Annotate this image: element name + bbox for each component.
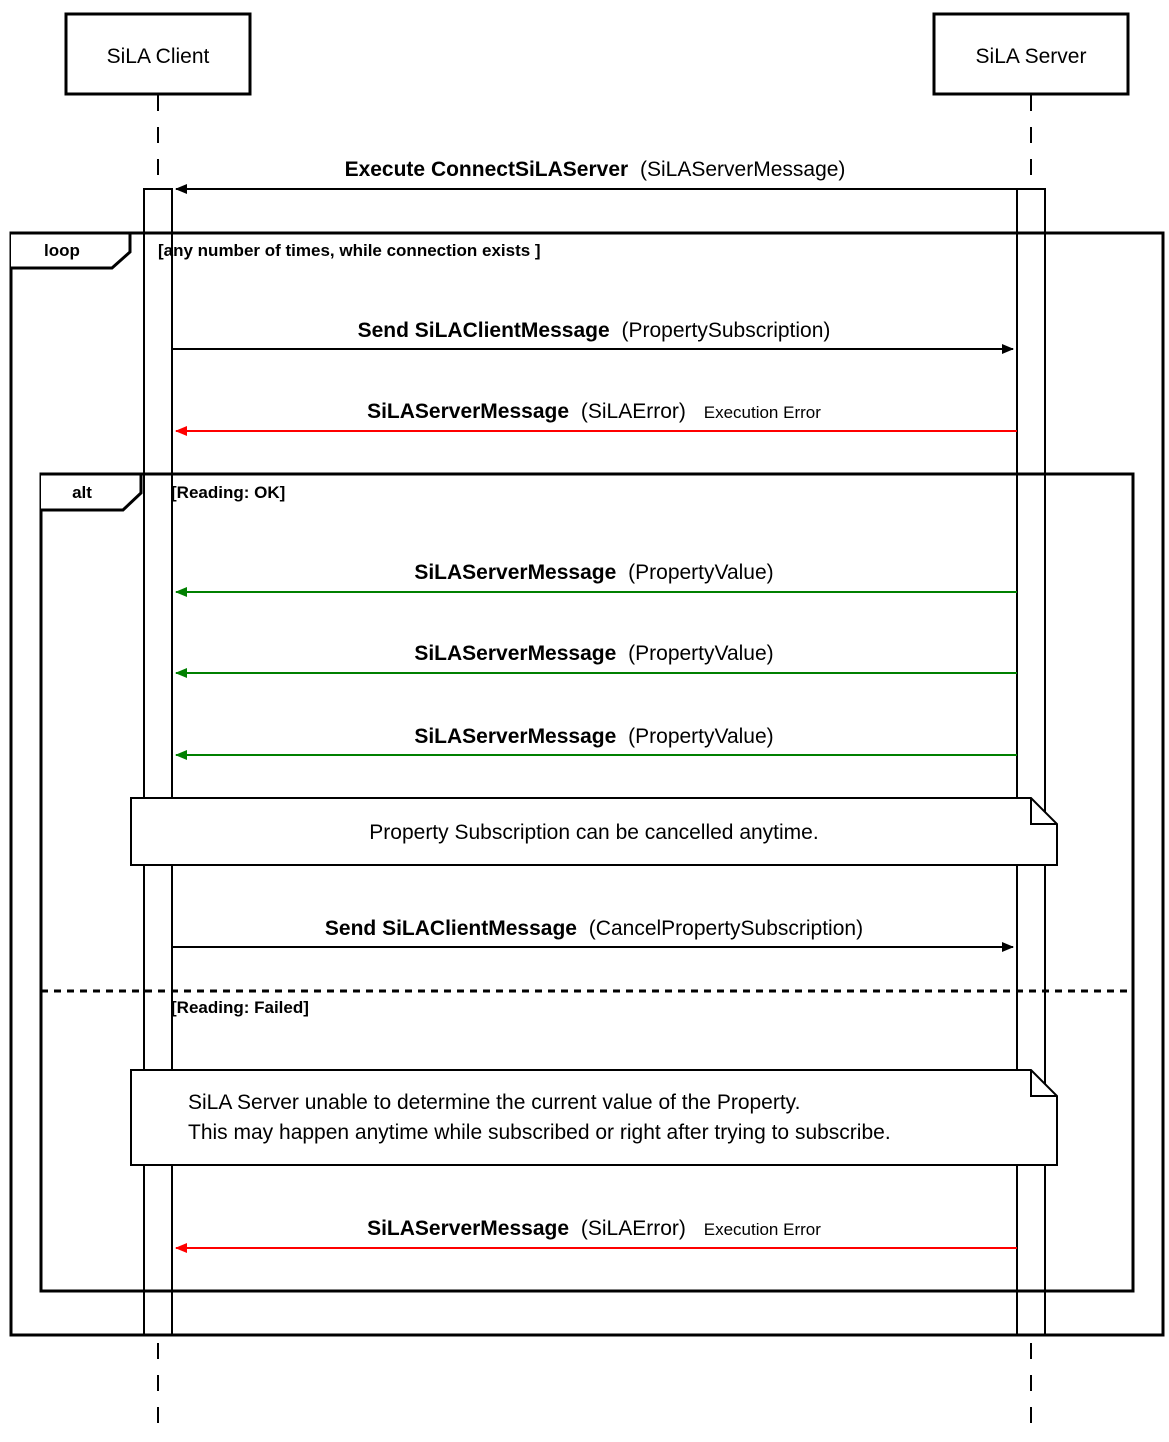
message-error-2-normal: (SiLAError): [581, 1217, 686, 1240]
note-failed: SiLA Server unable to determine the curr…: [130, 1069, 1058, 1166]
message-error-1-bold: SiLAServerMessage: [367, 400, 569, 423]
message-error-1-small: Execution Error: [704, 403, 821, 422]
client-actor-label: SiLA Client: [107, 45, 210, 68]
loop-frame-guard: [any number of times, while connection e…: [158, 241, 541, 260]
message-cancel-bold: Send SiLAClientMessage: [325, 917, 577, 940]
server-actor: SiLA Server: [932, 12, 1130, 96]
message-error-2: SiLAServerMessage (SiLAError) Execution …: [175, 1217, 1017, 1253]
message-value-1-bold: SiLAServerMessage: [414, 561, 616, 584]
message-error-2-bold: SiLAServerMessage: [367, 1217, 569, 1240]
server-actor-label: SiLA Server: [976, 45, 1087, 68]
message-connect-bold: Execute ConnectSiLAServer: [345, 158, 629, 181]
message-subscribe-label: Send SiLAClientMessage (PropertySubscrip…: [358, 319, 831, 342]
loop-frame-tag: loop: [44, 241, 80, 260]
alt-frame: alt [Reading: OK] [Reading: Failed]: [39, 472, 1135, 1293]
message-value-2-normal: (PropertyValue): [628, 642, 774, 665]
note-failed-line-2: This may happen anytime while subscribed…: [188, 1121, 891, 1144]
message-value-1-label: SiLAServerMessage (PropertyValue): [414, 561, 773, 584]
message-connect: Execute ConnectSiLAServer (SiLAServerMes…: [175, 158, 1045, 194]
message-value-2-bold: SiLAServerMessage: [414, 642, 616, 665]
note-cancel-text: Property Subscription can be cancelled a…: [369, 821, 818, 844]
message-error-1-label: SiLAServerMessage (SiLAError) Execution …: [367, 400, 821, 423]
message-value-1-normal: (PropertyValue): [628, 561, 774, 584]
message-value-1: SiLAServerMessage (PropertyValue): [175, 561, 1017, 597]
note-failed-line-1: SiLA Server unable to determine the curr…: [188, 1091, 800, 1114]
message-connect-normal: (SiLAServerMessage): [640, 158, 845, 181]
alt-guard-failed: [Reading: Failed]: [171, 998, 309, 1017]
message-value-3: SiLAServerMessage (PropertyValue): [175, 725, 1017, 760]
message-value-3-label: SiLAServerMessage (PropertyValue): [414, 725, 773, 748]
note-cancel: Property Subscription can be cancelled a…: [130, 797, 1058, 866]
message-connect-label: Execute ConnectSiLAServer (SiLAServerMes…: [345, 158, 846, 181]
message-subscribe-normal: (PropertySubscription): [621, 319, 830, 342]
message-error-1: SiLAServerMessage (SiLAError) Execution …: [175, 400, 1017, 436]
message-error-2-label: SiLAServerMessage (SiLAError) Execution …: [367, 1217, 821, 1240]
alt-frame-tag: alt: [72, 483, 92, 502]
loop-frame: loop [any number of times, while connect…: [9, 231, 1165, 1337]
message-cancel: Send SiLAClientMessage (CancelPropertySu…: [172, 917, 1014, 952]
message-subscribe: Send SiLAClientMessage (PropertySubscrip…: [172, 319, 1014, 354]
message-error-2-small: Execution Error: [704, 1220, 821, 1239]
alt-guard-ok: [Reading: OK]: [171, 483, 285, 502]
client-actor: SiLA Client: [64, 12, 252, 96]
message-value-3-bold: SiLAServerMessage: [414, 725, 616, 748]
message-value-3-normal: (PropertyValue): [628, 725, 774, 748]
message-error-1-normal: (SiLAError): [581, 400, 686, 423]
message-cancel-normal: (CancelPropertySubscription): [589, 917, 863, 940]
message-value-2-label: SiLAServerMessage (PropertyValue): [414, 642, 773, 665]
message-value-2: SiLAServerMessage (PropertyValue): [175, 642, 1017, 678]
message-subscribe-bold: Send SiLAClientMessage: [358, 319, 610, 342]
message-cancel-label: Send SiLAClientMessage (CancelPropertySu…: [325, 917, 863, 940]
